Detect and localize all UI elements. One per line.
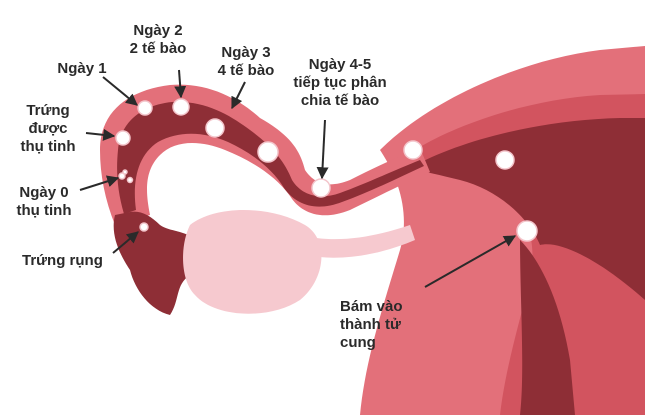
- label-implantation: Bám vào thành tử cung: [340, 298, 403, 351]
- arrow-day1: [102, 76, 138, 106]
- blastocyst-uterus: [403, 140, 423, 160]
- cells: [115, 98, 538, 242]
- label-day45: Ngày 4-5 tiếp tục phân chia tế bào: [293, 56, 387, 109]
- arrow-day3: [231, 81, 246, 110]
- label-day0: Ngày 0 thụ tinh: [16, 184, 72, 219]
- label-day3: Ngày 3 4 tế bào: [217, 44, 275, 79]
- fertilized-egg: [115, 130, 131, 146]
- blastocyst-uterus: [495, 150, 515, 170]
- arrow-fertilized: [85, 128, 116, 141]
- arrow-ovulation: [112, 231, 139, 254]
- arrow-day0: [79, 175, 120, 191]
- blastocyst-day45: [311, 178, 331, 198]
- fertilization-sperm-cell: [122, 169, 128, 175]
- arrows: [79, 69, 517, 288]
- label-day1: Ngày 1: [57, 60, 107, 77]
- label-day2: Ngày 2 2 tế bào: [129, 22, 187, 57]
- implanting-embryo: [516, 220, 538, 242]
- ovary: [183, 210, 322, 314]
- ovarian-ligament: [300, 225, 415, 258]
- day2-two-cell: [172, 98, 190, 116]
- arrow-day2: [174, 69, 187, 99]
- fertilization-sperm-cell: [126, 176, 134, 184]
- day3-four-cell: [205, 118, 225, 138]
- uterus: [360, 46, 645, 415]
- label-fertilized-egg: Trứng được thụ tinh: [20, 102, 76, 155]
- morula: [257, 141, 279, 163]
- arrow-implantation: [424, 235, 517, 288]
- arrow-day45: [316, 119, 329, 180]
- ovulated-egg: [139, 222, 149, 232]
- label-ovulation: Trứng rụng: [22, 252, 103, 269]
- day1-zygote: [137, 100, 153, 116]
